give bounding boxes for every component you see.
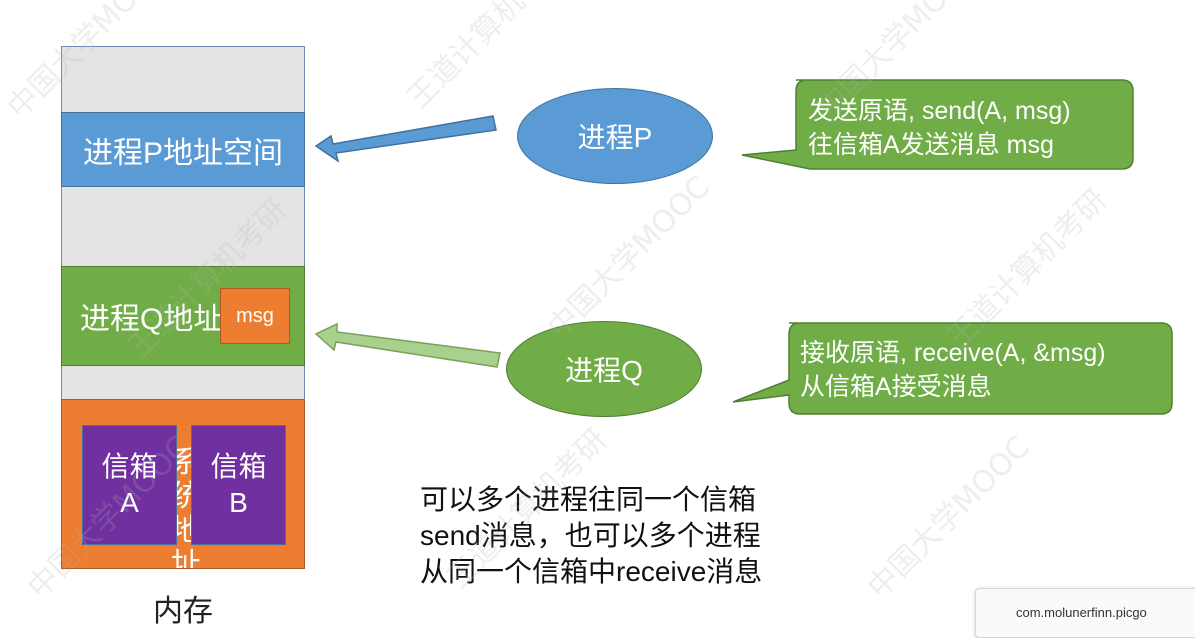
app-badge: com.molunerfinn.picgo	[975, 588, 1195, 638]
note-line1: 可以多个进程往同一个信箱	[420, 484, 757, 515]
note-line2: send消息，也可以多个进程	[420, 520, 761, 551]
send-callout	[741, 79, 1134, 170]
send-line2: 往信箱A发送消息 msg	[808, 131, 1054, 159]
note-line3: 从同一个信箱中receive消息	[420, 556, 763, 587]
arrow-p-to-memory	[314, 115, 497, 163]
process-p-address-space: 进程P地址空间	[61, 112, 305, 187]
process-q-label: 进程Q	[565, 355, 643, 386]
mailbox-a-line2: A	[120, 487, 139, 518]
receive-line1: 接收原语, receive(A, &msg)	[800, 339, 1106, 367]
mailbox-b-line1: 信箱	[210, 451, 267, 482]
msg-block: msg	[220, 288, 290, 344]
mailbox-a: 信箱 A	[82, 425, 177, 545]
process-q-ellipse: 进程Q	[506, 321, 702, 417]
mailbox-b: 信箱 B	[191, 425, 286, 545]
process-p-ellipse: 进程P	[517, 88, 713, 184]
process-q-address-space: 进程Q地址	[61, 266, 305, 366]
send-callout-text: 发送原语, send(A, msg) 往信箱A发送消息 msg	[808, 94, 1071, 162]
memory-label: 内存	[153, 594, 213, 629]
receive-line2: 从信箱A接受消息	[800, 373, 992, 401]
mailbox-b-line2: B	[229, 487, 248, 518]
mailbox-a-line1: 信箱	[101, 451, 158, 482]
receive-callout	[732, 322, 1173, 415]
send-line1: 发送原语, send(A, msg)	[808, 97, 1071, 125]
arrow-q-to-memory	[314, 322, 501, 368]
process-p-label: 进程P	[577, 122, 653, 153]
receive-callout-text: 接收原语, receive(A, &msg) 从信箱A接受消息	[800, 336, 1106, 404]
explanation-note: 可以多个进程往同一个信箱 send消息，也可以多个进程 从同一个信箱中recei…	[420, 482, 820, 590]
